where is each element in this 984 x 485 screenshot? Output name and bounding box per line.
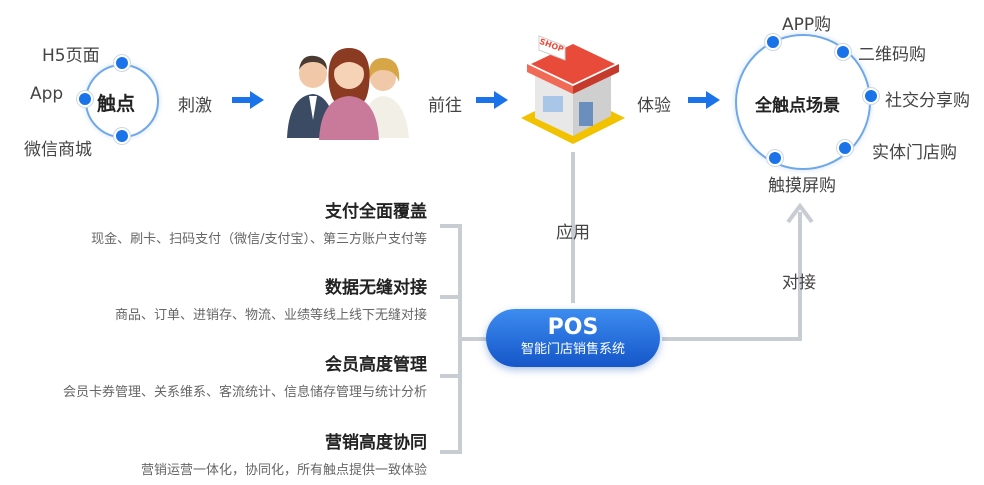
people-icon	[287, 48, 409, 140]
pos-title: POS	[547, 315, 599, 340]
touchpoint-wechat-mall: 微信商城	[24, 140, 92, 160]
scene-dot-store	[837, 140, 853, 156]
touchpoint-dot-app	[77, 91, 93, 107]
scene-dot-touchscreen	[767, 150, 783, 166]
flow-label-experience: 体验	[637, 96, 671, 116]
feature-title-marketing: 营销高度协同	[325, 433, 427, 453]
scene-social: 社交分享购	[885, 91, 970, 111]
touchpoint-dot-h5	[114, 55, 130, 71]
pos-system-button: POS 智能门店销售系统	[486, 309, 660, 367]
arrow-right-icon	[688, 91, 720, 109]
flow-label-stimulate: 刺激	[178, 96, 212, 116]
shop-icon	[521, 35, 625, 144]
feature-desc-data: 商品、订单、进销存、物流、业绩等线上线下无缝对接	[114, 308, 427, 323]
feature-desc-marketing: 营销运营一体化，协同化，所有触点提供一致体验	[140, 463, 427, 478]
flow-label-go: 前往	[428, 96, 462, 116]
scene-store: 实体门店购	[872, 143, 957, 163]
feature-title-member: 会员高度管理	[325, 355, 427, 375]
touchpoint-h5: H5页面	[42, 46, 100, 66]
arrow-right-icon	[476, 91, 508, 109]
label-connect: 对接	[782, 273, 816, 293]
feature-desc-member: 会员卡券管理、关系维系、客流统计、信息储存管理与统计分析	[62, 385, 427, 400]
scene-qrcode: 二维码购	[858, 45, 926, 65]
scene-touchscreen: 触摸屏购	[768, 176, 836, 196]
touchpoint-app: App	[30, 84, 64, 104]
touchpoint-title: 触点	[97, 93, 136, 115]
touchpoint-dot-wechat	[114, 128, 130, 144]
scene-dot-app	[765, 34, 781, 50]
scene-dot-qrcode	[835, 44, 851, 60]
feature-title-payment: 支付全面覆盖	[325, 202, 427, 222]
label-apply: 应用	[556, 223, 590, 243]
feature-title-data: 数据无缝对接	[325, 278, 427, 298]
feature-desc-payment: 现金、刷卡、扫码支付（微信/支付宝）、第三方账户支付等	[91, 232, 427, 247]
omni-touchpoint-title: 全触点场景	[755, 96, 840, 116]
arrow-right-icon	[232, 91, 264, 109]
scene-dot-social	[863, 88, 879, 104]
pos-subtitle: 智能门店销售系统	[520, 342, 625, 357]
scene-app: APP购	[782, 15, 832, 35]
